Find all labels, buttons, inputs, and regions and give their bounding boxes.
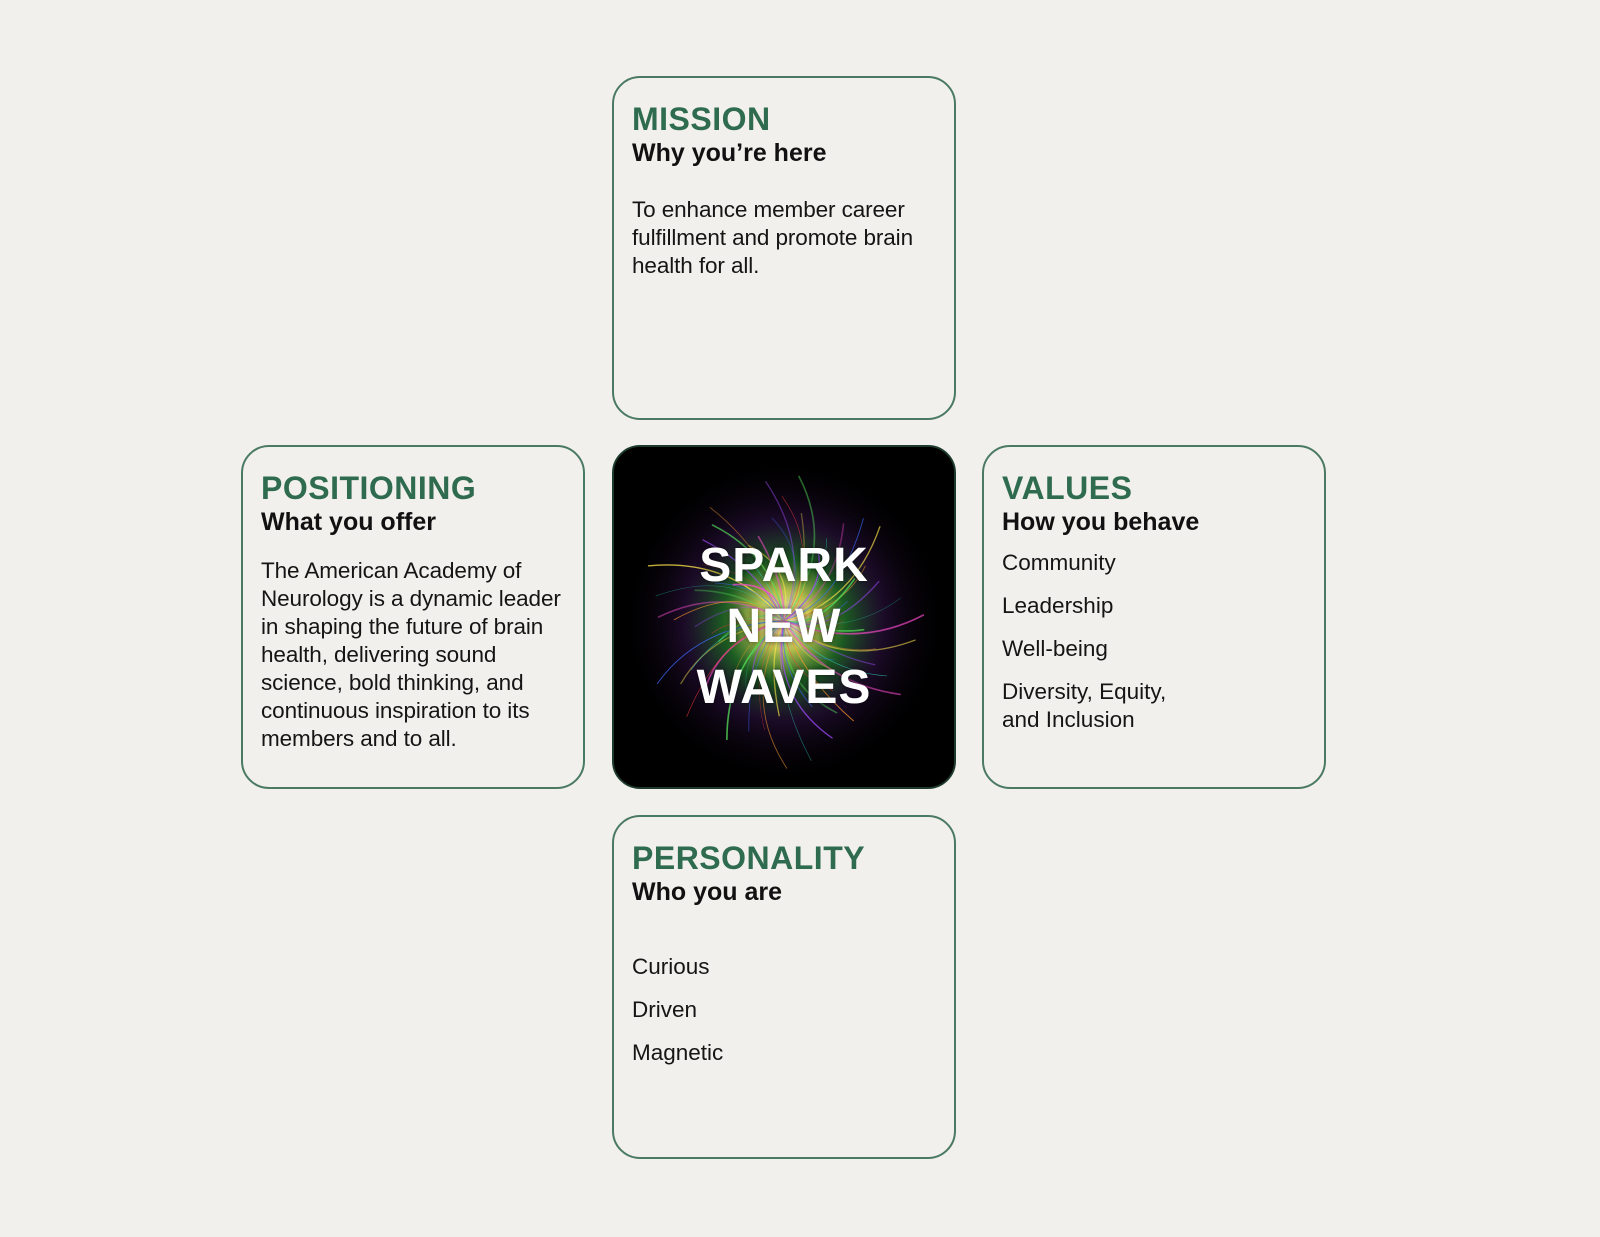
values-item: Well-being — [1002, 636, 1108, 661]
light-streak — [783, 578, 856, 623]
values-list: Community Leadership Well-being Diversit… — [1002, 549, 1306, 734]
light-streak — [783, 551, 807, 622]
light-streak — [773, 620, 785, 717]
light-streak — [781, 620, 833, 739]
light-streak — [686, 620, 785, 717]
light-streak — [783, 526, 881, 622]
light-streak — [751, 561, 785, 622]
mission-title: MISSION — [632, 101, 771, 137]
light-streak — [765, 481, 795, 622]
light-burst-image — [614, 447, 954, 787]
light-streak — [783, 597, 901, 625]
values-item: Community — [1002, 550, 1116, 575]
light-streak — [783, 620, 834, 671]
light-streak — [702, 564, 785, 622]
values-card: VALUES How you behave Community Leadersh… — [982, 445, 1326, 789]
light-streak — [783, 620, 834, 691]
personality-item: Curious — [632, 954, 710, 979]
positioning-title: POSITIONING — [261, 470, 477, 506]
light-streak — [783, 580, 880, 626]
light-streak — [730, 620, 785, 687]
values-subtitle: How you behave — [1002, 508, 1200, 536]
light-streak — [783, 512, 805, 622]
light-streak — [783, 565, 866, 622]
light-streak — [759, 620, 785, 731]
light-streak — [783, 475, 816, 622]
light-streak — [705, 620, 785, 686]
light-streak — [782, 620, 838, 714]
tagline-line-2: NEW — [726, 600, 842, 653]
personality-card: PERSONALITY Who you are Curious Driven M… — [612, 815, 956, 1159]
light-streak — [690, 620, 785, 671]
light-streak — [715, 582, 785, 622]
values-item: Leadership — [1002, 593, 1114, 618]
mission-card: MISSION Why you’re here To enhance membe… — [612, 76, 956, 420]
light-streak — [783, 620, 888, 677]
light-streak — [655, 585, 785, 622]
personality-item: Magnetic — [632, 1040, 724, 1065]
spark-new-waves-card: SPARK NEW WAVES — [612, 445, 956, 789]
light-streak — [781, 496, 804, 622]
values-item: Diversity, Equity, and Inclusion — [1002, 679, 1167, 732]
light-streak — [702, 539, 785, 622]
light-streak — [711, 524, 785, 622]
light-streak — [647, 564, 785, 622]
tagline-line-3: WAVES — [696, 661, 872, 714]
light-streak — [751, 620, 785, 677]
personality-item: Driven — [632, 997, 698, 1022]
personality-list: Curious Driven Magnetic — [632, 953, 936, 1067]
tagline-line-1: SPARK — [699, 539, 869, 592]
light-streak — [783, 518, 864, 622]
positioning-subtitle: What you offer — [261, 508, 436, 536]
light-streak — [783, 620, 854, 722]
light-streak — [680, 620, 785, 685]
positioning-body: The American Academy of Neurology is a d… — [261, 558, 561, 751]
light-streak — [748, 620, 785, 732]
light-streak — [783, 620, 916, 652]
light-streak — [762, 620, 788, 769]
light-streak — [757, 535, 785, 622]
light-streak — [779, 620, 787, 696]
light-streak — [711, 619, 785, 634]
light-streak — [656, 620, 785, 685]
mission-subtitle: Why you’re here — [632, 139, 827, 167]
personality-subtitle: Who you are — [632, 878, 783, 906]
light-streak — [783, 620, 876, 666]
personality-title: PERSONALITY — [632, 840, 866, 876]
mission-body: To enhance member career fulfillment and… — [632, 197, 913, 278]
light-streak — [783, 614, 925, 635]
light-streak — [718, 615, 785, 643]
light-streak — [771, 517, 797, 622]
light-streak — [673, 601, 785, 622]
light-streak — [748, 545, 787, 622]
light-streak — [783, 523, 845, 622]
values-title: VALUES — [1002, 470, 1133, 506]
positioning-card: POSITIONING What you offer The American … — [241, 445, 585, 789]
center-tagline: SPARK NEW WAVES — [614, 535, 954, 718]
light-streak — [783, 551, 820, 622]
light-streak — [694, 589, 785, 622]
light-streak — [783, 620, 901, 696]
